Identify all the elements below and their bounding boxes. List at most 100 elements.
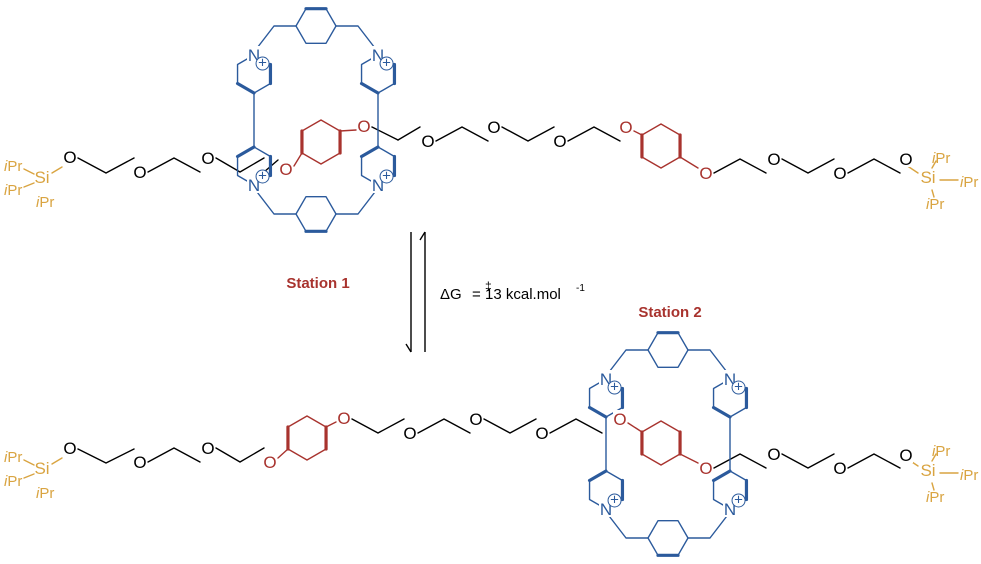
o-top-2-bg (133, 163, 147, 180)
ipr-left-t: iPr (4, 182, 22, 199)
si-label-b: Si (34, 459, 49, 478)
chain-top-c (215, 157, 265, 173)
o-bot-7-bg (767, 445, 781, 462)
pyridinium-plus-ur-top: + (382, 55, 391, 72)
si-ipr-bond-e-t (931, 189, 935, 198)
o-bot-1: O (63, 439, 76, 458)
o-bot-9-bg (899, 446, 913, 463)
ipr-left-b: iPr (4, 473, 22, 490)
xylylene-top-right-link-top (335, 25, 379, 53)
o-top-aryl-3-bg (619, 118, 633, 135)
o-top-6: O (553, 132, 566, 151)
o-bot-aryl-4: O (699, 459, 712, 478)
o-top-8: O (833, 164, 846, 183)
ipr-bottom-t: iPr (36, 194, 54, 211)
o-bot-aryl-2-bg (337, 409, 351, 426)
activation-energy: ΔG = ‡ 13 kcal.mol -1 (440, 279, 585, 303)
chain-bot-c (215, 447, 265, 463)
si-ipr-bond-d-b (931, 453, 937, 462)
xylylene-bottom-left-link-top (253, 187, 297, 215)
o-top-3-bg (201, 149, 215, 166)
chain-top-g (567, 126, 621, 142)
chain-top-h (713, 158, 767, 174)
o-top-4-bg (421, 132, 435, 149)
xylylene-top-left-link-bot (605, 349, 649, 377)
forward-arrow-head (405, 343, 412, 353)
o-aryl-link-4 (679, 156, 699, 169)
si-o-bond-b (51, 457, 63, 465)
pyridinium-double-b-ur-bot (711, 405, 732, 419)
atom-label-layer: SiiPriPriPrOOOOOOOOOOOOOSiiPriPriPrN+N+N… (4, 46, 978, 519)
o-top-4: O (421, 132, 434, 151)
hydroquinone-ring-t2 (641, 123, 681, 169)
o-aryl-link-b1 (277, 448, 289, 459)
xylylene-bottom-right-link-top (335, 187, 379, 215)
si-o-bond-t (51, 166, 63, 174)
o-bot-6: O (535, 424, 548, 443)
o-top-1-bg (63, 148, 77, 165)
chain-bot-j (847, 453, 901, 469)
o-top-3: O (201, 149, 214, 168)
o-bot-8: O (833, 459, 846, 478)
xylylene-top-top (295, 7, 337, 45)
xylylene-bottom-top (295, 195, 337, 233)
si-ipr-bond-e-b (931, 482, 935, 491)
o-bot-3-bg (201, 439, 215, 456)
chain-bot-b (147, 447, 201, 463)
chain-top-j (847, 158, 901, 174)
o-bot-3: O (201, 439, 214, 458)
pyridinium-plus-ul-bot-circle (607, 380, 622, 395)
chain-top-b (147, 157, 201, 173)
pyridinium-plus-lr-bot: + (734, 491, 743, 508)
o-aryl-link-b4 (679, 453, 699, 464)
pyridinium-plus-ur-top-circle (379, 56, 394, 71)
pyridinium-double-b-lr-bot (711, 469, 732, 483)
station-2-label: Station 2 (638, 304, 701, 321)
dagger-symbol: ‡ (485, 279, 492, 293)
pyridinium-plus-ll-top-circle (255, 169, 270, 184)
si-label-r-t: Si (920, 168, 935, 187)
xylylene-bottom-bot (647, 519, 689, 557)
chain-bot-i (781, 453, 835, 469)
o-bot-4-bg (403, 424, 417, 441)
equilibrium-arrows (405, 231, 426, 353)
hydroquinone-ring-b1 (287, 415, 327, 461)
pyridinium-double-b-ll-top (235, 145, 256, 159)
o-aryl-link-2 (339, 129, 357, 132)
chain-bot-a (77, 448, 135, 464)
energy-value: 13 kcal.mol (485, 286, 561, 303)
pyridinium-double-b-ul-top (235, 81, 256, 95)
pyridinium-plus-ll-bot-circle (607, 493, 622, 508)
xylylene-top-right-link-bot (687, 349, 731, 377)
chain-bot-g (549, 418, 603, 434)
o-top-aryl-2-bg (357, 117, 371, 134)
o-top-6-bg (553, 132, 567, 149)
ipr-top-b: iPr (4, 449, 22, 466)
o-top-5-bg (487, 118, 501, 135)
xylylene-top-left-link-top (253, 25, 297, 53)
si-ipr-bond-b-b (23, 473, 35, 479)
o-bot-9: O (899, 446, 912, 465)
o-bot-aryl-1-bg (263, 453, 277, 470)
o-bot-5-bg (469, 410, 483, 427)
hydroquinone-ring-t1 (301, 119, 341, 165)
chain-top-d (371, 126, 399, 141)
o-bot-1-bg (63, 439, 77, 456)
o-top-8-bg (833, 164, 847, 181)
xylylene-bottom-right-link-bot (687, 511, 731, 539)
pyridinium-plus-lr-top: + (382, 167, 391, 184)
o-top-aryl-1-bg (279, 160, 293, 177)
o-bot-5: O (469, 410, 482, 429)
o-top-9: O (899, 150, 912, 169)
pyridinium-plus-lr-bot-circle (731, 493, 746, 508)
o-bot-aryl-1: O (263, 453, 276, 472)
si-ipr-bond-d-t (931, 160, 937, 169)
o-bot-aryl-3-bg (613, 410, 627, 427)
xylylene-top-bot (647, 331, 689, 369)
chain-bot-e (417, 418, 471, 434)
o-bot-7: O (767, 445, 780, 464)
ipr-bottom-b: iPr (36, 485, 54, 502)
si-label-r-b: Si (920, 461, 935, 480)
o-top-9-bg (899, 150, 913, 167)
